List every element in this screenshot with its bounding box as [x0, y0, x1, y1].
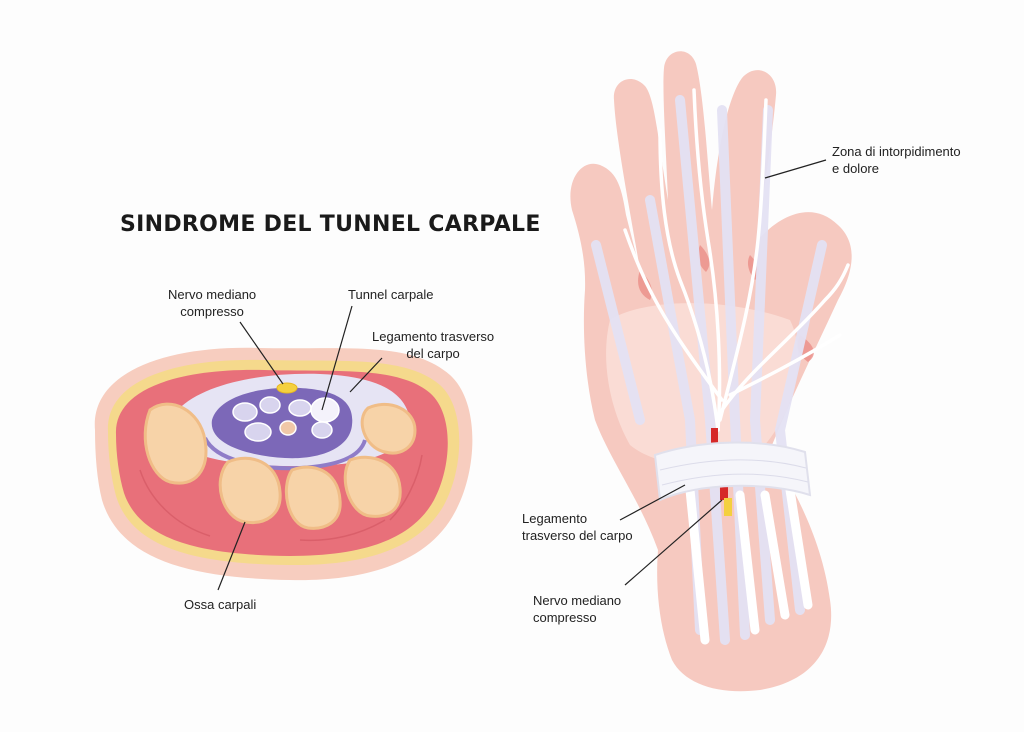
label-nervo-mediano-hand: Nervo mediano compresso [533, 592, 621, 626]
label-legamento-hand: Legamento trasverso del carpo [522, 510, 633, 544]
carpal-bones [143, 402, 417, 530]
wrist-cross-section [94, 305, 473, 591]
label-line-2: del carpo [406, 346, 460, 361]
label-line-1: Legamento trasverso [372, 329, 495, 344]
median-nerve-compression [711, 428, 732, 516]
label-nervo-mediano-cross-section: Nervo mediano compresso [168, 286, 256, 320]
hand-leader-lines [619, 159, 827, 586]
cross-section-leader-lines [217, 305, 383, 591]
hand-tendons [591, 95, 827, 645]
label-line-1: Nervo mediano [533, 593, 622, 608]
label-tunnel-carpale: Tunnel carpale [348, 287, 434, 302]
compressed-median-nerve [276, 382, 298, 394]
label-ossa-carpali: Ossa carpali [184, 597, 257, 612]
label-zona-intorpidimento: Zona di intorpidimento e dolore [832, 143, 961, 177]
tendons [232, 396, 340, 442]
label-line-1: Zona di intorpidimento [832, 144, 961, 159]
transverse-carpal-ligament-band [653, 441, 812, 502]
hand [570, 51, 852, 692]
muscle-texture [139, 454, 423, 542]
hand-nerves [623, 88, 850, 432]
label-line-1: Nervo mediano [168, 287, 257, 302]
label-legamento-cross-section: Legamento trasverso del carpo [372, 328, 494, 362]
forearm-tendons [685, 485, 813, 645]
label-line-2: trasverso del carpo [522, 528, 633, 543]
label-line-2: compresso [180, 304, 244, 319]
label-line-2: e dolore [832, 161, 879, 176]
ligament-band-lines [659, 459, 809, 486]
label-line-2: compresso [533, 610, 597, 625]
label-line-1: Legamento [522, 511, 588, 526]
diagram-title: SINDROME DEL TUNNEL CARPALE [120, 212, 541, 237]
